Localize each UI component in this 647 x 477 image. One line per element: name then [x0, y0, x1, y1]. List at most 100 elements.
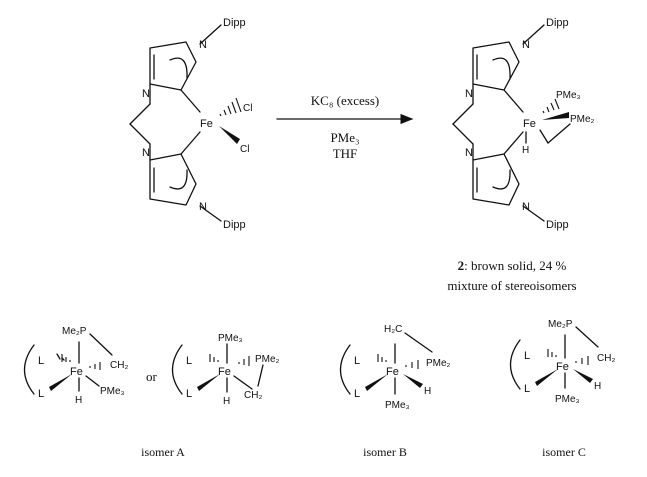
reactant-fe-cl-wedge-bond — [219, 126, 240, 144]
reactant-lower-n2-label: N — [142, 147, 150, 159]
product-bridge-ch2-right — [452, 123, 474, 145]
product-upper-n-label: N — [522, 39, 530, 51]
product-pme3-label: PMe₃ — [556, 90, 581, 101]
isomer-a1-fe-label: Fe — [70, 366, 83, 378]
reactant-bridge-ch2-right — [129, 123, 151, 145]
reactant-structure: N Dipp N Fe Cl Cl N N Dipp — [129, 17, 252, 231]
isomer-a-structure-2: PMe₃ PMe₂ L Fe L CH₂ H — [171, 333, 280, 407]
isomer-b-pme2-label: PMe₂ — [426, 358, 451, 369]
product-lower-ring — [472, 153, 520, 206]
isomer-c-fe-l-wedge-bond — [535, 369, 558, 386]
reactant-fe-cl-hashed-bond — [219, 97, 242, 117]
isomer-b-l-top-label: L — [354, 355, 360, 367]
reactant-lower-n-dipp-bond — [199, 205, 222, 222]
isomer-a1-ch2-label: CH₂ — [110, 360, 128, 371]
product-description: : brown solid, 24 % — [464, 258, 566, 273]
reactant-lower-ring — [149, 153, 197, 206]
isomer-a-label: isomer A — [141, 445, 185, 459]
compound-number: 2 — [458, 258, 465, 273]
product-h-label: H — [522, 145, 529, 156]
isomer-b-pme3-label: PMe₃ — [385, 400, 410, 411]
reactant-cl-top-label: Cl — [243, 103, 252, 114]
isomer-c-chelate-arc — [509, 339, 521, 390]
product-lower-n-dipp-bond — [522, 205, 545, 222]
product-mixture-note: mixture of stereoisomers — [447, 278, 576, 293]
product-caption: 2: brown solid, 24 % — [458, 258, 567, 273]
isomer-a2-pme3-label: PMe₃ — [218, 333, 243, 344]
reactant-lower-ring-arc — [169, 169, 188, 190]
reactant-cl-bottom-label: Cl — [240, 144, 249, 155]
isomer-a2-fe-l-wedge-bond — [197, 374, 220, 391]
isomer-c-fe-l-hashed-bond — [547, 349, 557, 357]
isomer-c-ch2-label: CH₂ — [597, 353, 615, 364]
product-upper-ring — [472, 41, 520, 91]
isomer-a2-l-bottom-label: L — [186, 388, 192, 400]
reactant-bridge-ch2-left — [129, 103, 151, 125]
product-lower-carbene-fe-bond — [503, 131, 524, 155]
reactant-upper-n-dipp-bond — [199, 24, 222, 45]
isomer-b-fe-l-hashed-bond — [377, 354, 387, 362]
isomer-b-h2c-label: H₂C — [384, 324, 402, 335]
reagent-below-arrow-2: THF — [333, 146, 358, 161]
isomer-a1-l-bottom-label: L — [38, 388, 44, 400]
isomer-a1-p-ch2-bond — [89, 333, 113, 356]
isomer-a2-fe-pme2-hashed-bond — [238, 356, 250, 366]
reactant-upper-n-label: N — [199, 39, 207, 51]
reactant-upper-dipp-label: Dipp — [223, 17, 246, 29]
product-pme2-label: PMe₂ — [570, 114, 595, 125]
isomer-c-structure: Me₂P CH₂ L Fe L H PMe₃ — [509, 319, 615, 405]
product-upper-n-dipp-bond — [522, 24, 545, 45]
product-fe-ch2-bond — [539, 129, 549, 144]
isomer-a2-h-label: H — [223, 396, 230, 407]
isomer-a-structure-1: Me₂P CH₂ L Fe L PMe₃ H — [23, 326, 128, 406]
reactant-fe-label: Fe — [200, 118, 213, 130]
isomer-b-label: isomer B — [363, 445, 407, 459]
product-lower-n-label: N — [522, 201, 530, 213]
isomer-c-fe-label: Fe — [556, 361, 569, 373]
isomer-b-l-bottom-label: L — [354, 388, 360, 400]
isomer-c-l-bottom-label: L — [524, 383, 530, 395]
isomer-c-l-top-label: L — [524, 350, 530, 362]
isomer-a2-ch2-label: CH₂ — [244, 390, 262, 401]
isomer-a1-fe-ch2-hashed-bond — [89, 362, 101, 370]
isomer-a2-fe-label: Fe — [218, 366, 231, 378]
isomer-c-p-ch2-bond — [575, 326, 599, 348]
product-fe-pme2-wedge-bond — [542, 112, 569, 120]
product-lower-n2-label: N — [465, 147, 473, 159]
reactant-lower-dipp-label: Dipp — [223, 219, 246, 231]
isomer-b-fe-label: Fe — [386, 366, 399, 378]
product-ch2-p-bond — [547, 123, 571, 144]
isomer-b-fe-pme2-hashed-bond — [405, 360, 419, 369]
isomer-a1-pme3-label: PMe₃ — [100, 386, 125, 397]
reactant-upper-carbene-fe-bond — [180, 89, 201, 113]
isomer-a1-h-label: H — [75, 395, 82, 406]
isomer-a1-fe-l-wedge-bond — [49, 374, 72, 391]
isomer-c-fe-h-wedge-bond — [573, 369, 593, 383]
product-structure: N Dipp N Fe PMe₃ PMe₂ H N N Dipp — [452, 17, 595, 231]
isomer-a1-me2p-label: Me₂P — [62, 326, 87, 337]
reactant-upper-ring-arc — [169, 57, 188, 79]
isomer-b-fe-l-wedge-bond — [365, 374, 388, 391]
product-fe-pme3-hashed-bond — [542, 98, 560, 114]
isomer-a2-p-ch2-bond — [257, 364, 264, 387]
isomer-a2-fe-l-hashed-bond — [209, 354, 219, 362]
product-upper-dipp-label: Dipp — [546, 17, 569, 29]
isomer-c-fe-ch2-hashed-bond — [575, 356, 589, 365]
product-bridge-ch2-left — [452, 103, 474, 125]
product-lower-ring-arc — [492, 169, 511, 190]
reactant-lower-carbene-fe-bond — [180, 131, 201, 155]
isomer-c-me2p-label: Me₂P — [548, 319, 573, 330]
product-upper-ring-arc — [492, 57, 511, 79]
reactant-lower-n-label: N — [199, 201, 207, 213]
isomer-b-ch2-p-bond — [404, 332, 433, 353]
isomer-a1-l-top-label: L — [38, 355, 44, 367]
isomer-b-chelate-arc — [339, 344, 351, 395]
isomer-a2-chelate-arc — [171, 344, 183, 395]
product-upper-carbene-fe-bond — [503, 89, 524, 113]
isomer-a2-pme2-label: PMe₂ — [255, 354, 280, 365]
reagent-below-arrow-1: PMe₃ — [330, 130, 359, 145]
or-text: or — [146, 369, 158, 384]
isomer-c-label: isomer C — [542, 445, 586, 459]
isomer-a2-l-top-label: L — [186, 355, 192, 367]
